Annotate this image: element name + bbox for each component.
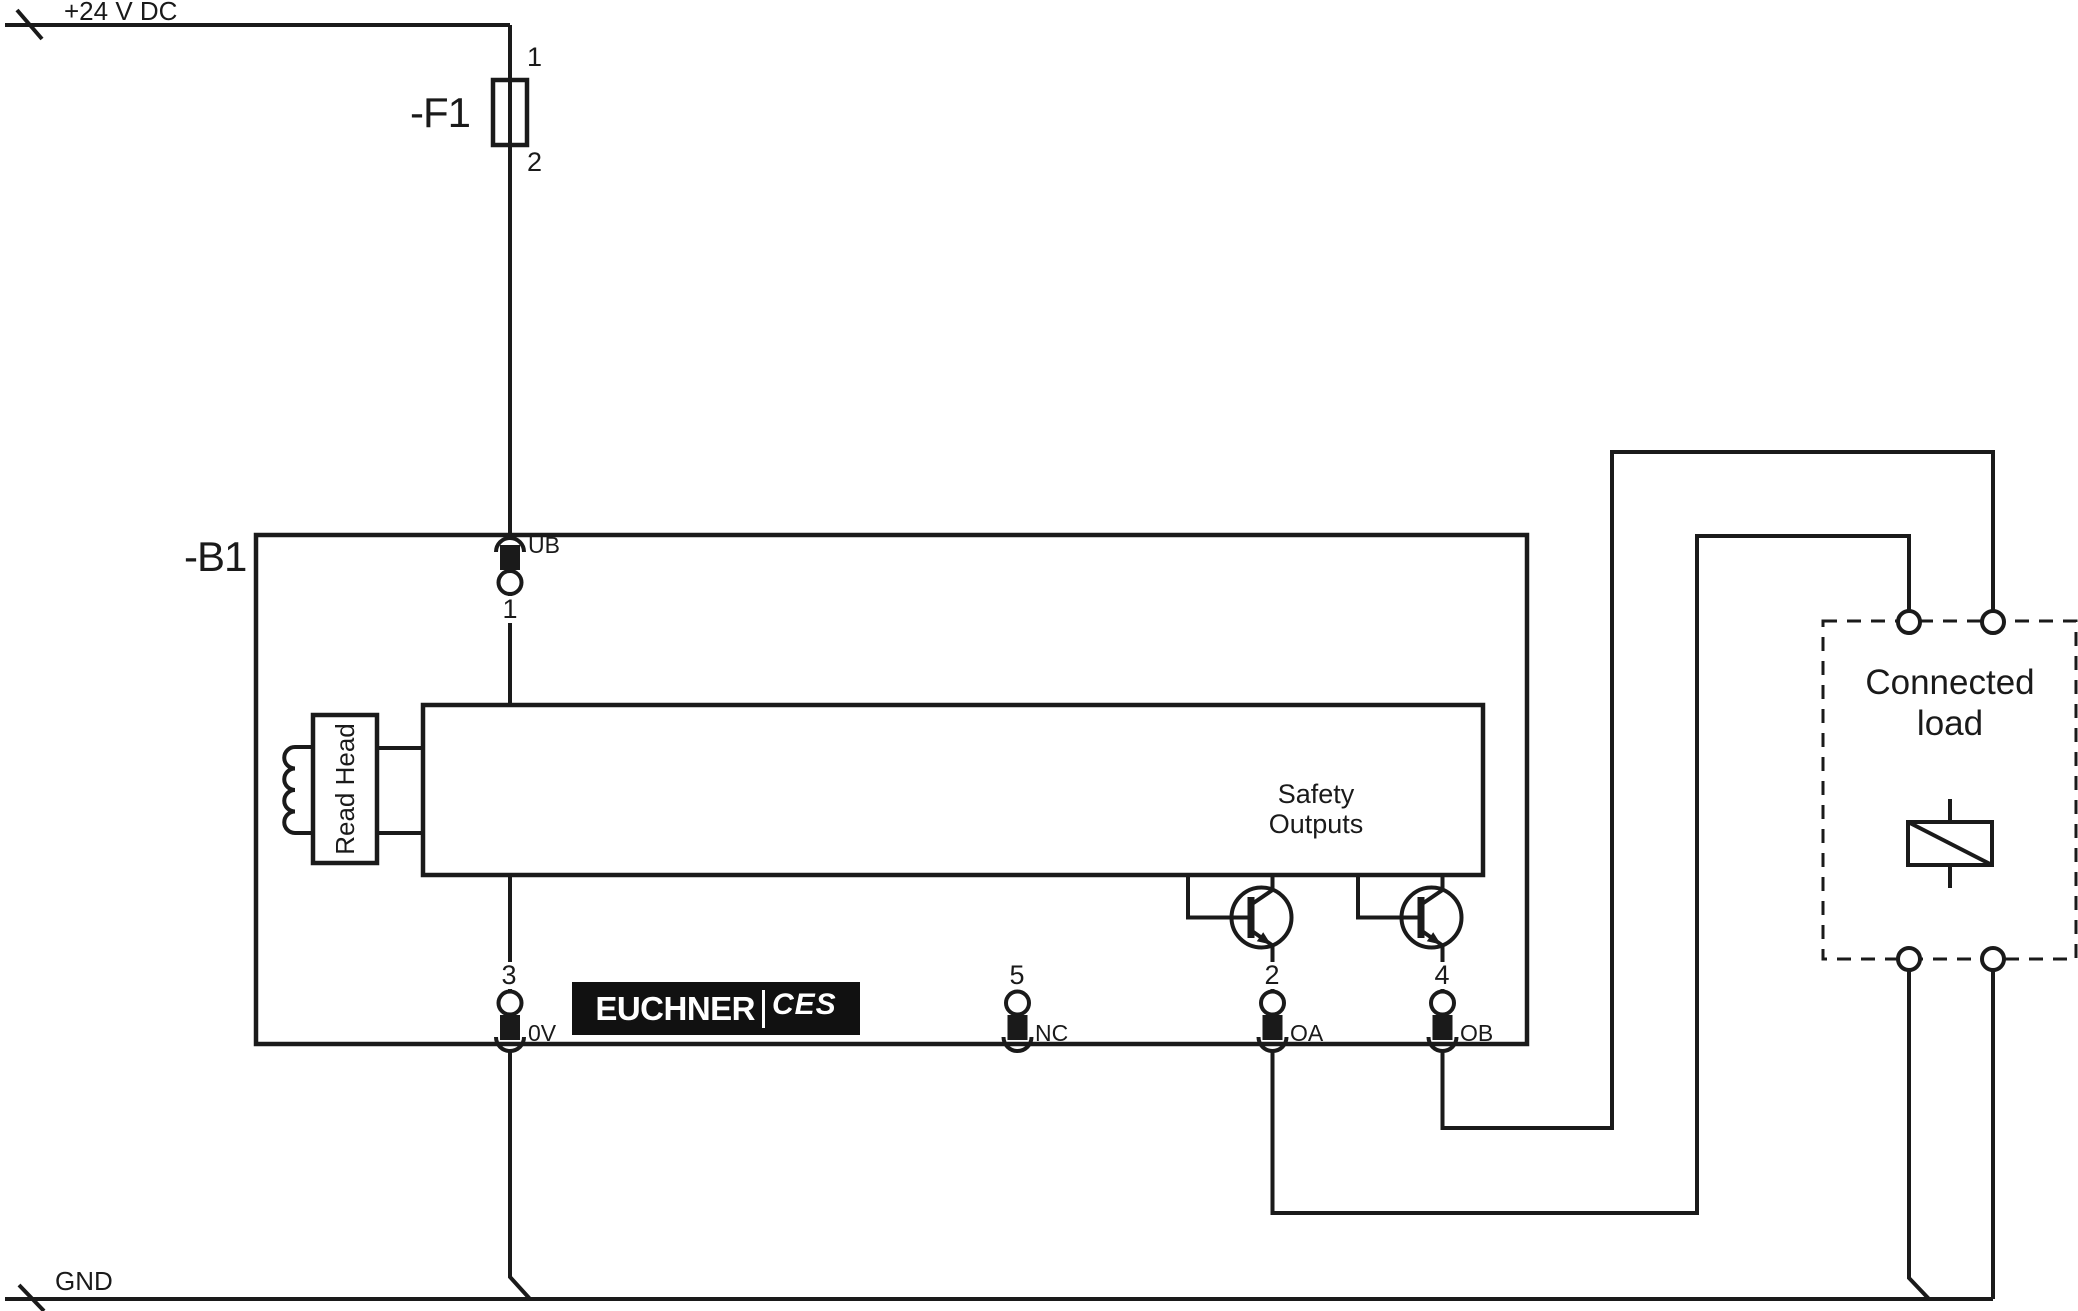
power-rail-label: +24 V DC — [64, 0, 178, 26]
ob-load-wire — [1440, 450, 1995, 1130]
load-terminal-bottom-right — [1980, 946, 2006, 972]
terminal-ub-icon — [494, 536, 526, 596]
terminal-ub-name: UB — [528, 532, 560, 558]
terminal-oa-pin: 2 — [1261, 962, 1283, 989]
terminal-ob-name: OB — [1460, 1020, 1494, 1046]
device-outline — [253, 532, 1530, 1047]
ground-rail-line — [5, 1283, 1993, 1311]
terminal-ob-icon — [1426, 989, 1459, 1053]
terminal-nc-icon — [1001, 989, 1034, 1053]
read-head-label: Read Head — [330, 723, 360, 855]
logo-divider — [762, 989, 765, 1028]
safety-outputs-label: Safety Outputs — [1268, 779, 1364, 839]
terminal-ub-pin: 1 — [499, 596, 521, 623]
power-rail-line — [5, 8, 510, 41]
zerovolt-gnd-wire — [508, 1051, 532, 1301]
euchner-brand-text: EUCHNER — [595, 989, 755, 1027]
antenna-coil-icon — [282, 745, 313, 835]
terminal-0v-name: 0V — [528, 1020, 557, 1046]
terminal-oa-name: OA — [1290, 1020, 1324, 1046]
fuse-symbol — [490, 77, 530, 148]
fuse-ref-label: -F1 — [410, 89, 471, 136]
terminal-0v-pin: 3 — [498, 962, 520, 989]
terminal-oa-icon — [1256, 989, 1289, 1053]
ces-series-text: CES — [772, 987, 837, 1021]
terminal-ob-pin: 4 — [1431, 962, 1453, 989]
load-terminal-top-left — [1896, 609, 1922, 635]
read-head-box — [310, 712, 380, 866]
euchner-logo: EUCHNER CES — [572, 982, 860, 1035]
load-enclosure — [1821, 619, 2078, 961]
rail-break-slash-icon — [17, 1283, 46, 1311]
fuse-pin-top-label: 1 — [524, 44, 546, 71]
terminal-nc-pin: 5 — [1006, 962, 1028, 989]
ground-rail-label: GND — [55, 1266, 113, 1296]
device-ref-label: -B1 — [184, 533, 247, 580]
relay-coil-icon — [1906, 799, 1994, 888]
load-terminal-top-right — [1980, 609, 2006, 635]
fuse-pin-bottom-label: 2 — [524, 149, 546, 176]
safety-outputs-box — [420, 702, 1486, 878]
rail-break-slash-icon — [15, 8, 44, 41]
terminal-0v-icon — [494, 989, 526, 1053]
terminal-nc-name: NC — [1035, 1020, 1069, 1046]
connected-load-label: Connected load — [1865, 663, 2035, 743]
oa-load-wire — [1270, 534, 1911, 1215]
load-return-wire-left — [1907, 970, 1931, 1301]
load-terminal-bottom-left — [1896, 946, 1922, 972]
